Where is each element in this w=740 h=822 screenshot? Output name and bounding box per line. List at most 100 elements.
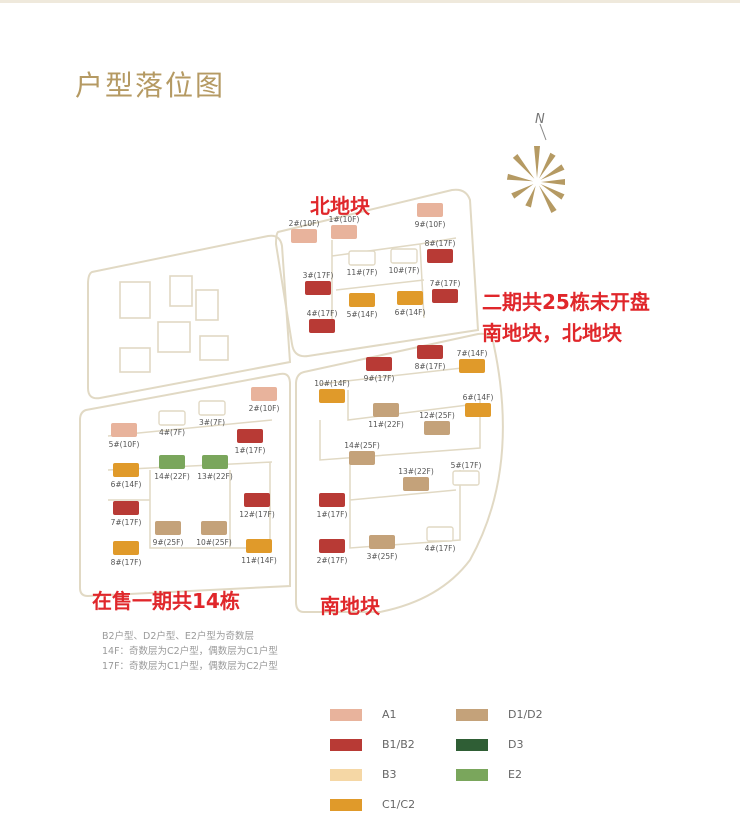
building-block [452, 470, 480, 486]
legend-item-a1: A1 [330, 708, 397, 721]
building-block [113, 463, 139, 477]
building-label: 14#(22F) [154, 472, 190, 481]
building-phase1: 5#(10F) [109, 423, 140, 449]
building-block [465, 403, 491, 417]
note-line: 14F：奇数层为C2户型，偶数层为C1户型 [102, 646, 278, 657]
legend-swatch [330, 708, 362, 721]
legend-swatch [330, 768, 362, 781]
building-phase1: 9#(25F) [153, 521, 183, 547]
building-north: 10#(7F) [389, 248, 419, 275]
building-label: 2#(10F) [249, 404, 280, 413]
building-label: 8#(17F) [425, 239, 456, 248]
legend-label: A1 [382, 708, 397, 721]
building-south: 11#(22F) [368, 403, 404, 429]
annotation-south-block: 南地块 [320, 594, 380, 618]
building-block [417, 203, 443, 217]
legend-label: C1/C2 [382, 798, 416, 811]
building-south: 3#(25F) [367, 535, 397, 561]
building-south: 12#(25F) [419, 411, 455, 435]
legend-label: B3 [382, 768, 397, 781]
building-block [397, 291, 423, 305]
building-block [459, 359, 485, 373]
building-block [155, 521, 181, 535]
building-block [366, 357, 392, 371]
plot-outline-south-block [295, 332, 504, 613]
building-label: 13#(22F) [197, 472, 233, 481]
building-block [198, 400, 226, 416]
building-block [331, 225, 357, 239]
legend-item-b1-b2: B1/B2 [330, 738, 415, 751]
building-label: 6#(14F) [463, 393, 494, 402]
legend-label: B1/B2 [382, 738, 415, 751]
note-line: B2户型、D2户型、E2户型为奇数层 [102, 631, 254, 642]
building-block [427, 249, 453, 263]
legend-swatch [330, 738, 362, 751]
building-north: 1#(10F) [329, 215, 359, 239]
building-block [246, 539, 272, 553]
building-label: 11#(22F) [368, 420, 404, 429]
page-title: 户型落位图 [75, 69, 226, 102]
building-phase1: 6#(14F) [111, 463, 142, 489]
building-phase1: 13#(22F) [197, 455, 233, 481]
building-label: 6#(14F) [111, 480, 142, 489]
legend-swatch [456, 708, 488, 721]
internal-roads [107, 237, 481, 549]
building-label: 4#(17F) [307, 309, 338, 318]
building-label: 4#(17F) [425, 544, 456, 553]
building-block [373, 403, 399, 417]
building-south: 8#(17F) [415, 345, 446, 371]
building-phase1: 8#(17F) [111, 541, 141, 567]
building-phase1: 3#(7F) [198, 400, 226, 427]
annotation-north-block: 北地块 [310, 194, 370, 218]
building-block [403, 477, 429, 491]
building-phase1: 7#(17F) [111, 501, 141, 527]
legend-label: E2 [508, 768, 522, 781]
building-north: 2#(10F) [289, 219, 320, 243]
building-label: 5#(17F) [451, 461, 482, 470]
building-label: 9#(10F) [415, 220, 446, 229]
building-block [291, 229, 317, 243]
building-block [159, 455, 185, 469]
building-label: 3#(7F) [199, 418, 225, 427]
building-block [251, 387, 277, 401]
building-south: 2#(17F) [317, 539, 347, 565]
building-label: 5#(10F) [109, 440, 140, 449]
building-label: 8#(17F) [415, 362, 446, 371]
building-block [319, 493, 345, 507]
building-label: 2#(10F) [289, 219, 320, 228]
building-south: 6#(14F) [463, 393, 494, 417]
building-phase1: 1#(17F) [235, 429, 265, 455]
legend-swatch [456, 768, 488, 781]
legend-item-d3: D3 [456, 738, 523, 751]
annotation-phase2-line2: 南地块，北地块 [482, 321, 622, 345]
building-label: 10#(14F) [314, 379, 350, 388]
building-south: 1#(17F) [317, 493, 347, 519]
building-block [390, 248, 418, 264]
building-label: 10#(25F) [196, 538, 232, 547]
building-block [426, 526, 454, 542]
compass-north-label: N [535, 112, 545, 127]
building-block [349, 451, 375, 465]
building-label: 6#(14F) [395, 308, 426, 317]
legend-swatch [330, 798, 362, 811]
building-label: 9#(17F) [364, 374, 395, 383]
building-south: 7#(14F) [457, 349, 487, 373]
building-block [432, 289, 458, 303]
building-label: 14#(25F) [344, 441, 380, 450]
building-block [309, 319, 335, 333]
building-phase1: 2#(10F) [249, 387, 280, 413]
building-south: 9#(17F) [364, 357, 395, 383]
building-north: 4#(17F) [307, 309, 338, 333]
building-south: 5#(17F) [451, 461, 482, 486]
building-block [349, 293, 375, 307]
building-north: 11#(7F) [347, 250, 378, 277]
building-block [417, 345, 443, 359]
building-phase1: 4#(7F) [158, 410, 186, 437]
building-phase1: 11#(14F) [241, 539, 277, 565]
plot-outline-northwest [87, 234, 292, 400]
building-label: 11#(14F) [241, 556, 277, 565]
building-label: 11#(7F) [347, 268, 378, 277]
building-label: 4#(7F) [159, 428, 185, 437]
building-block [348, 250, 376, 266]
